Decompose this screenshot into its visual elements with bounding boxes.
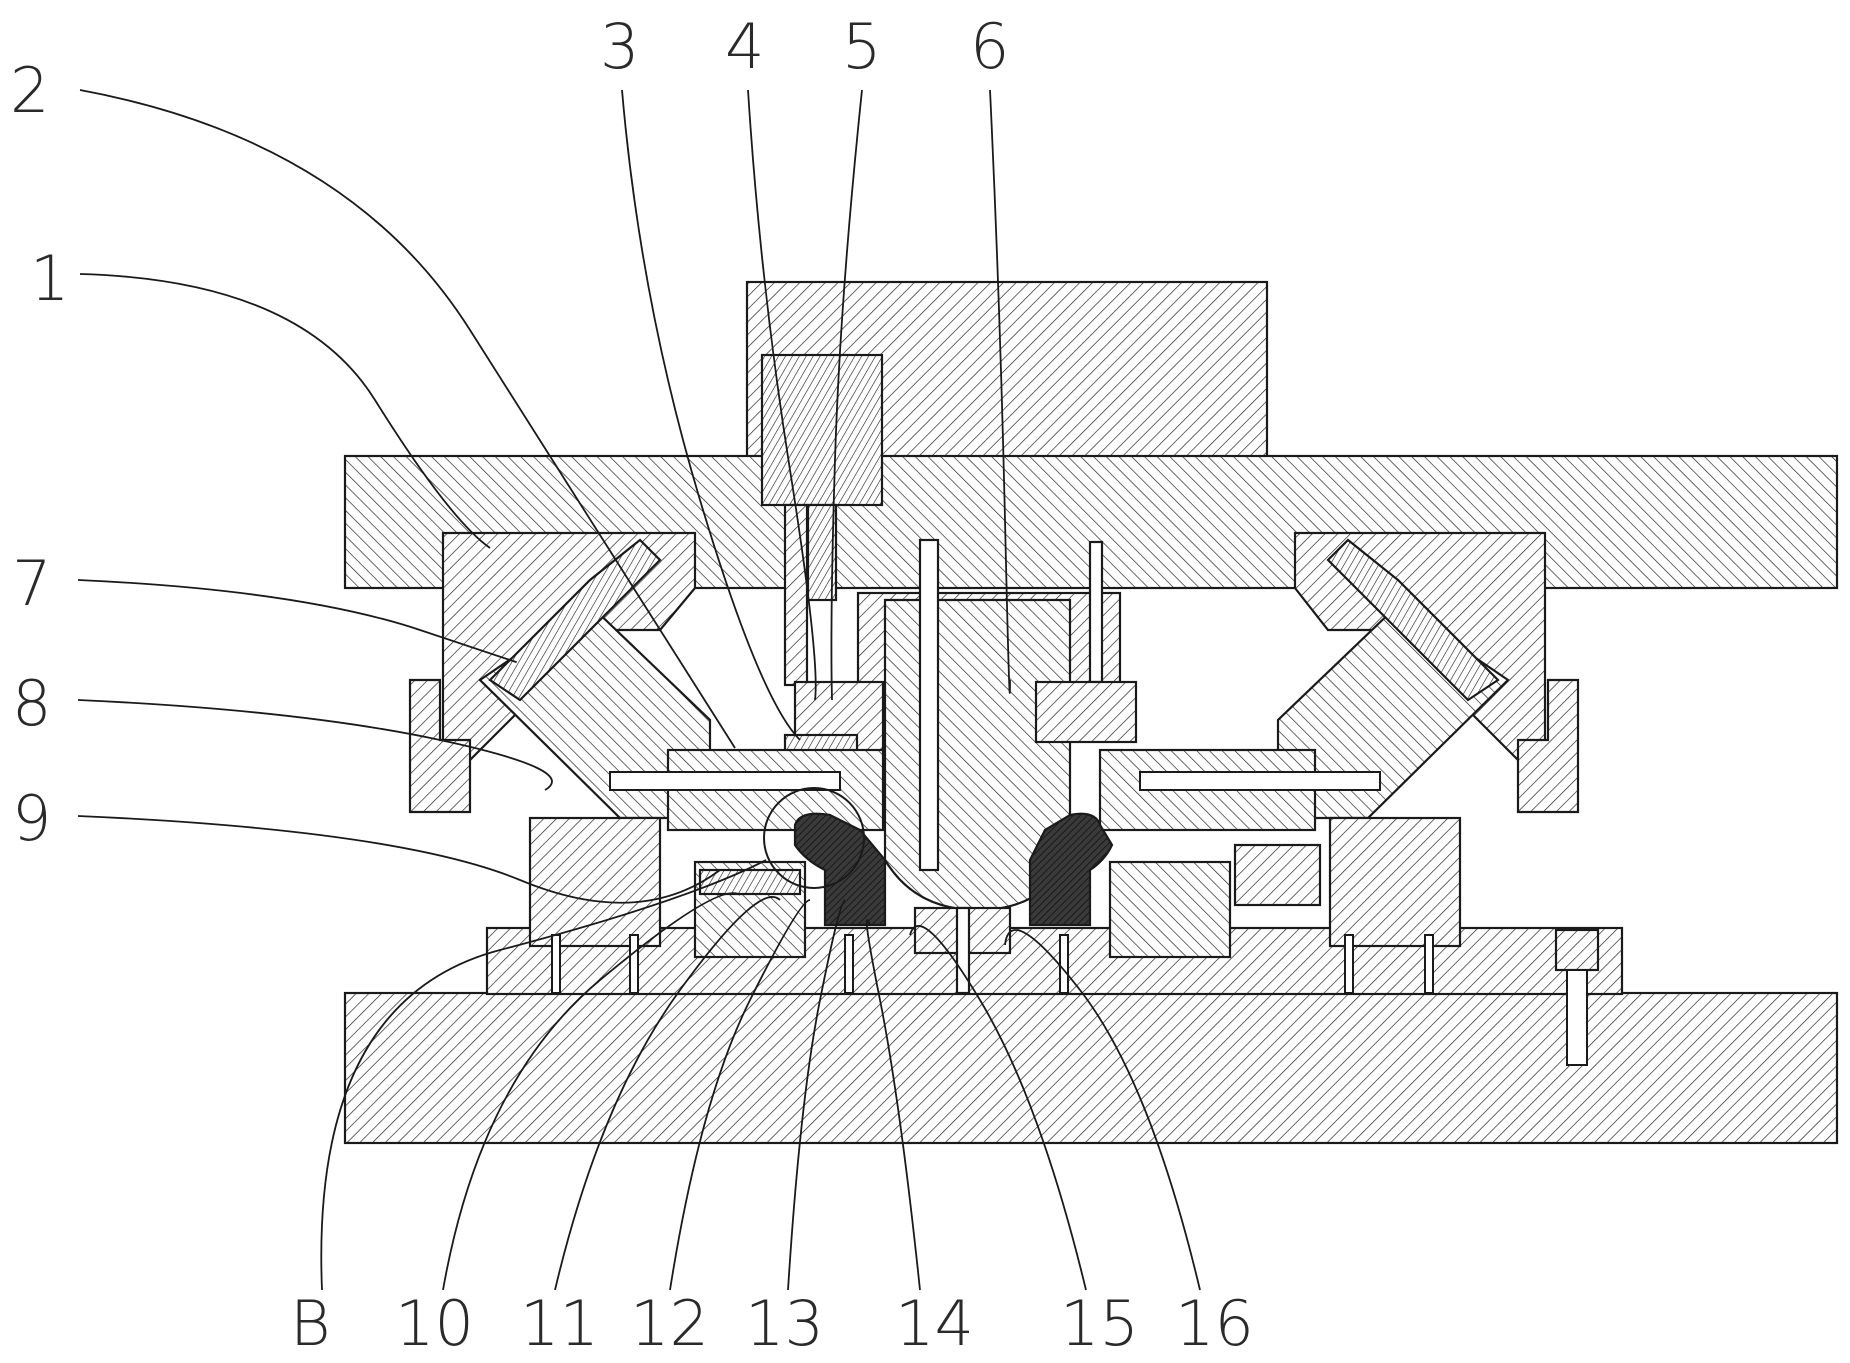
callout-4: 4 <box>725 10 764 83</box>
guide-sleeve <box>785 505 807 685</box>
pin-a <box>552 935 560 993</box>
right-retainer <box>1036 682 1136 742</box>
right-guide-post-block <box>1556 930 1598 970</box>
right-guide-post <box>1567 970 1587 1065</box>
callout-7: 7 <box>12 547 51 620</box>
callout-13: 13 <box>745 1287 824 1360</box>
pin-e <box>845 935 853 993</box>
callout-14: 14 <box>895 1287 974 1360</box>
left-lower-block-outer <box>530 818 660 946</box>
callout-2: 2 <box>10 54 49 127</box>
callout-6: 6 <box>970 10 1009 83</box>
right-lower-block-inner <box>1110 862 1230 957</box>
pin-b <box>630 935 638 993</box>
right-slide-rod <box>1140 772 1380 790</box>
core-ejector-pin <box>920 540 938 870</box>
callout-16: 16 <box>1175 1287 1254 1360</box>
callout-5: 5 <box>842 10 881 83</box>
callout-10: 10 <box>395 1287 474 1360</box>
callout-11: 11 <box>520 1287 599 1360</box>
right-cylinder-block <box>1235 845 1320 905</box>
callout-15: 15 <box>1060 1287 1139 1360</box>
pin-d <box>1425 935 1433 993</box>
pin-c <box>1345 935 1353 993</box>
right-lower-block-outer <box>1330 818 1460 946</box>
callout-3: 3 <box>600 10 639 83</box>
callout-8: 8 <box>12 667 51 740</box>
callout-1: 1 <box>30 242 69 315</box>
callout-b: B <box>290 1287 331 1360</box>
base-plate <box>345 993 1837 1143</box>
callout-12: 12 <box>630 1287 709 1360</box>
pin-f <box>1060 935 1068 993</box>
punch-holder <box>762 355 882 505</box>
core-pin-right <box>1090 542 1102 682</box>
left-slide-rod <box>610 772 840 790</box>
callout-9: 9 <box>12 782 51 855</box>
